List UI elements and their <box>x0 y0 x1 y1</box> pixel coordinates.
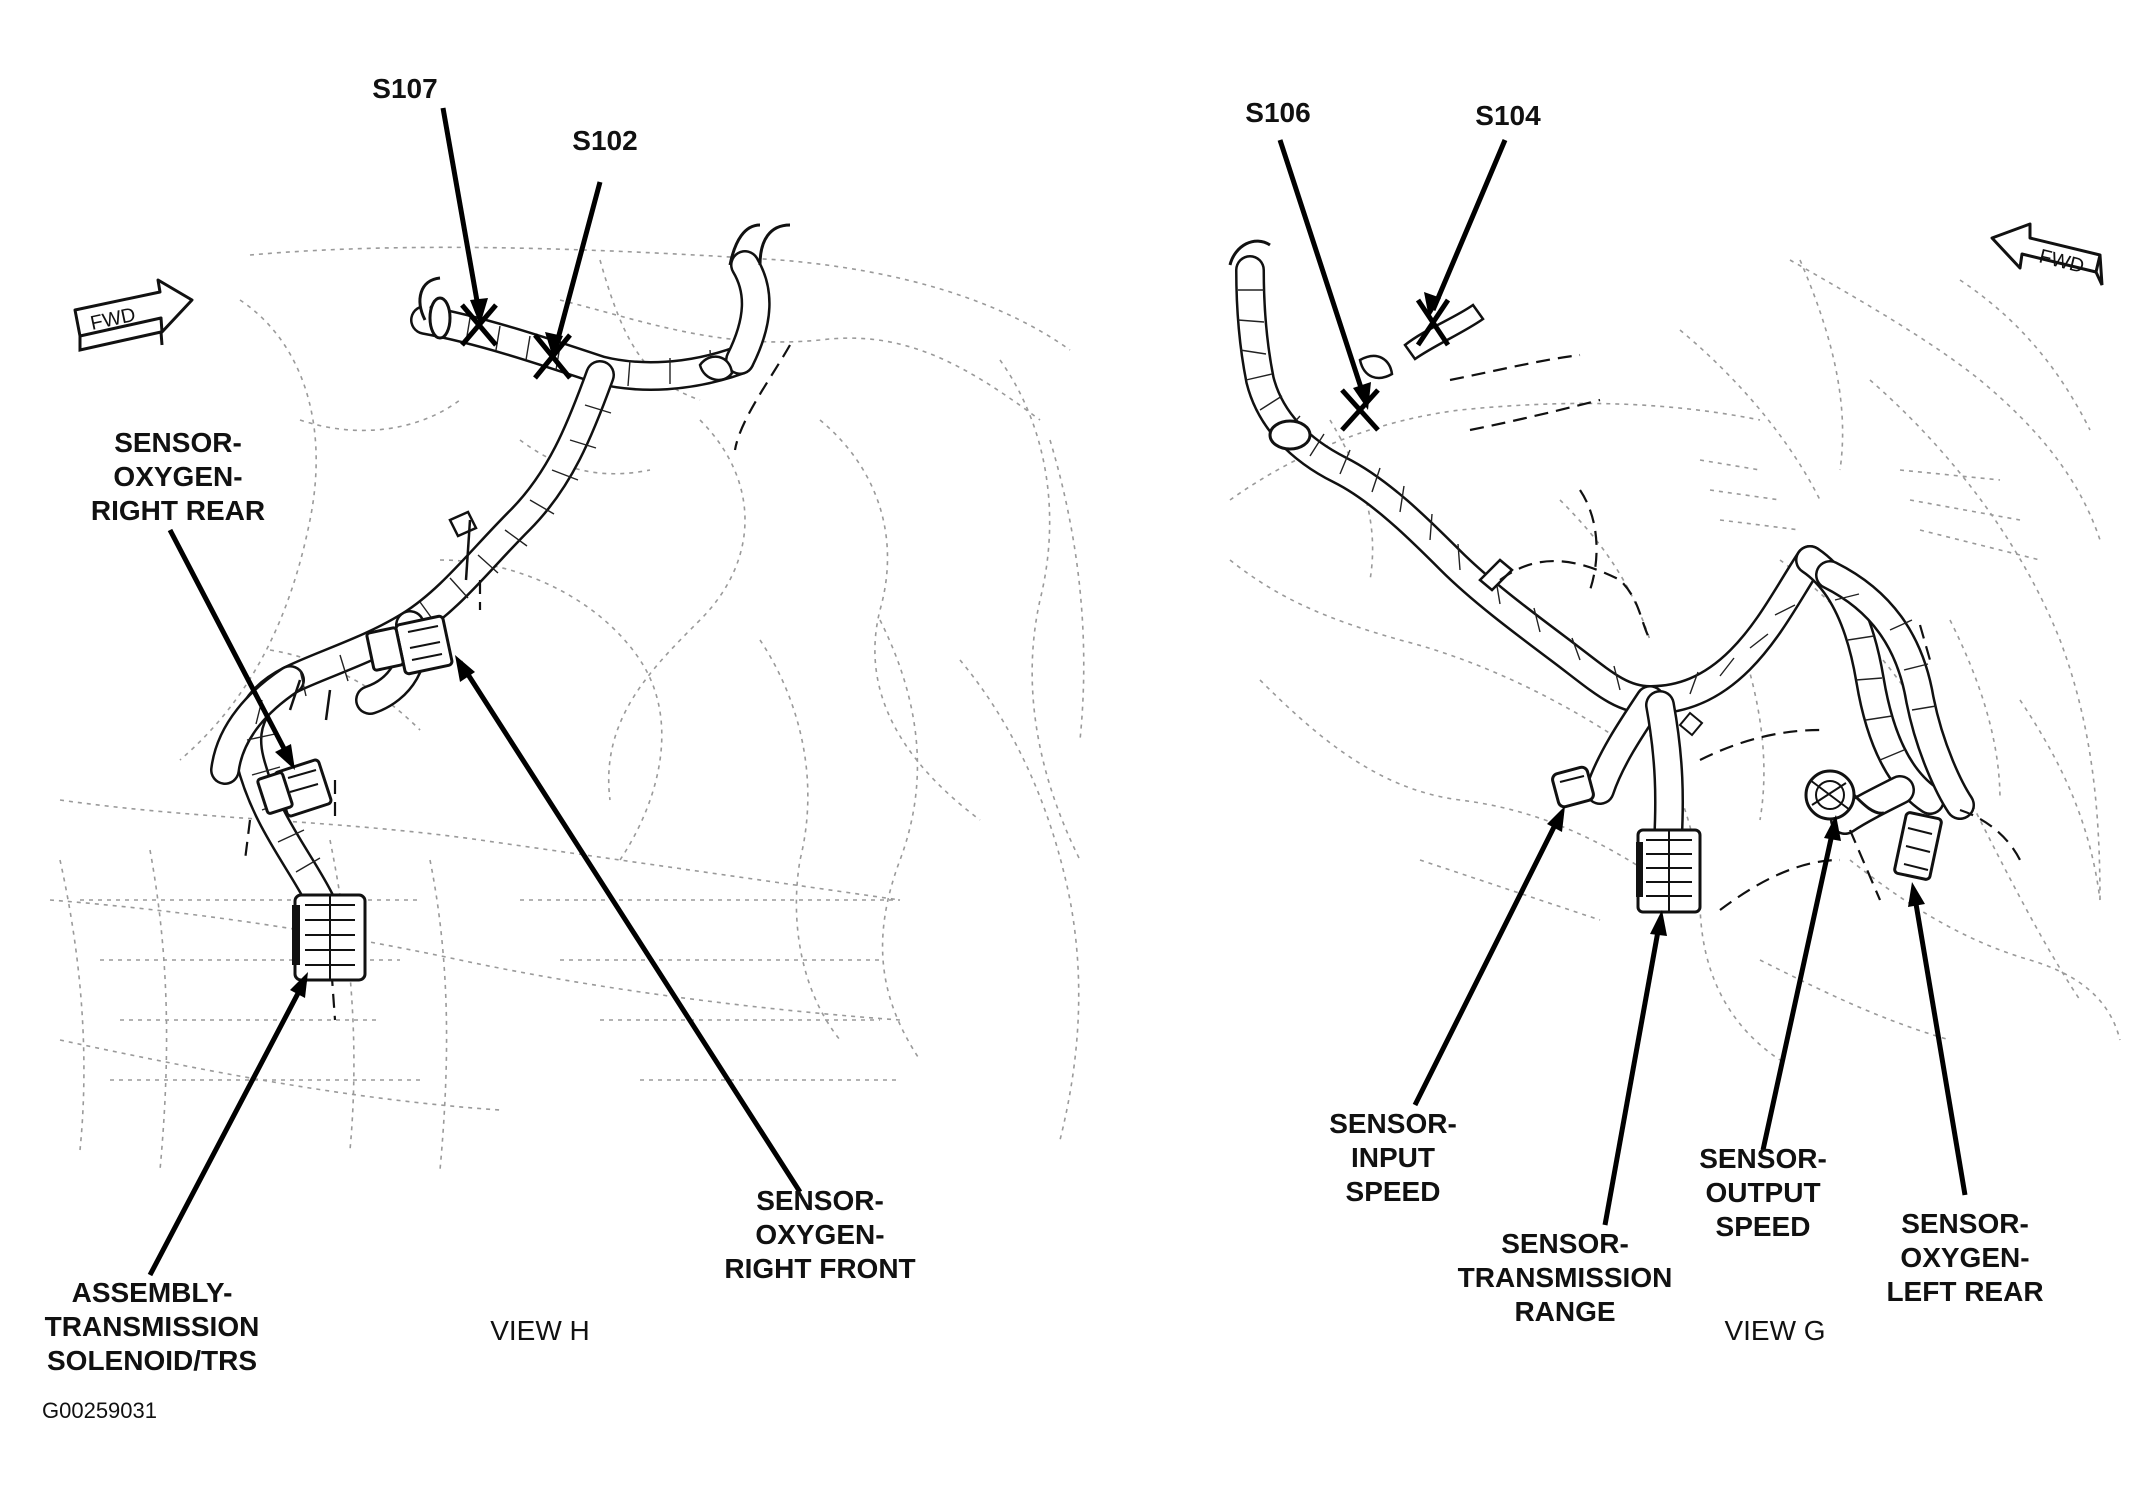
o2-right-front-connector <box>365 614 454 676</box>
splice-label-s104: S104 <box>1475 100 1541 131</box>
label-line: OUTPUT <box>1705 1177 1820 1208</box>
harness-g <box>1228 239 2021 911</box>
label-o2-right-rear: SENSOR- OXYGEN- RIGHT REAR <box>91 427 265 526</box>
view-title-g: VIEW G <box>1724 1315 1825 1346</box>
label-line: SOLENOID/TRS <box>47 1345 257 1376</box>
label-line: SENSOR- <box>1699 1143 1827 1174</box>
leaders-h <box>147 107 803 1277</box>
input-speed-connector <box>1551 765 1595 809</box>
splice-label-s107: S107 <box>372 73 437 104</box>
o2-left-rear-connector <box>1893 811 1943 881</box>
label-line: OXYGEN- <box>755 1219 884 1250</box>
fwd-arrow-g: FWD <box>1990 222 2104 286</box>
label-line: SENSOR- <box>1329 1108 1457 1139</box>
label-o2-left-rear: SENSOR- OXYGEN- LEFT REAR <box>1886 1208 2043 1307</box>
view-title-h: VIEW H <box>490 1315 590 1346</box>
transmission-range-connector <box>1636 828 1702 914</box>
splice-markers-g <box>1340 298 1451 432</box>
output-speed-connector <box>1804 769 1885 821</box>
label-line: RIGHT REAR <box>91 495 265 526</box>
view-h: FWD S107 S102 SENSOR- OXYGEN- <box>45 73 1085 1376</box>
label-line: INPUT <box>1351 1142 1435 1173</box>
label-line: TRANSMISSION <box>45 1311 260 1342</box>
label-input-speed: SENSOR- INPUT SPEED <box>1329 1108 1457 1207</box>
label-line: SPEED <box>1716 1211 1811 1242</box>
splice-label-s106: S106 <box>1245 97 1310 128</box>
splice-markers-h <box>460 303 572 380</box>
engine-background-g <box>1229 259 2121 1061</box>
engine-background-h <box>49 246 1085 1171</box>
leaders-g <box>1277 139 1968 1226</box>
figure-id: G00259031 <box>42 1398 157 1423</box>
label-line: TRANSMISSION <box>1458 1262 1673 1293</box>
label-line: RANGE <box>1514 1296 1615 1327</box>
label-line: SPEED <box>1346 1176 1441 1207</box>
label-line: SENSOR- <box>1901 1208 2029 1239</box>
label-line: OXYGEN- <box>1900 1242 2029 1273</box>
label-o2-right-front: SENSOR- OXYGEN- RIGHT FRONT <box>724 1185 915 1284</box>
label-transmission-range: SENSOR- TRANSMISSION RANGE <box>1458 1228 1673 1327</box>
label-line: SENSOR- <box>1501 1228 1629 1259</box>
label-line: LEFT REAR <box>1886 1276 2043 1307</box>
label-line: SENSOR- <box>756 1185 884 1216</box>
o2-right-rear-connector <box>256 758 333 818</box>
splice-label-s102: S102 <box>572 125 637 156</box>
view-g: FWD S106 S104 SENSOR- <box>1228 97 2121 1346</box>
transmission-solenoid-connector <box>292 893 367 982</box>
fwd-arrow-h: FWD <box>73 278 194 352</box>
label-transmission-solenoid: ASSEMBLY- TRANSMISSION SOLENOID/TRS <box>45 1277 260 1376</box>
label-output-speed: SENSOR- OUTPUT SPEED <box>1699 1143 1827 1242</box>
label-line: RIGHT FRONT <box>724 1253 915 1284</box>
label-line: SENSOR- <box>114 427 242 458</box>
label-line: ASSEMBLY- <box>72 1277 233 1308</box>
label-line: OXYGEN- <box>113 461 242 492</box>
